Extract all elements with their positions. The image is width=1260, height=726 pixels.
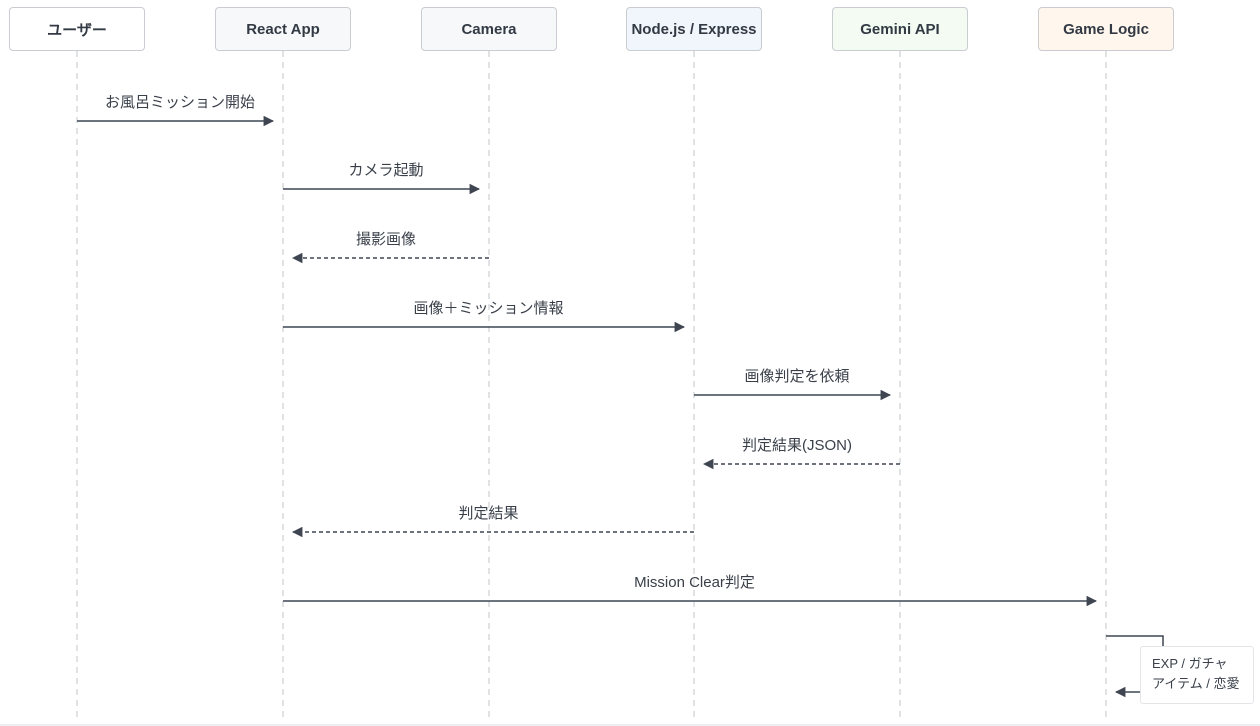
note-line-item-romance: アイテム / 恋愛 bbox=[1152, 676, 1240, 691]
participant-gemini-api: Gemini API bbox=[832, 7, 968, 51]
message-label-judgement-result: 判定結果 bbox=[458, 505, 519, 522]
bottom-border bbox=[0, 724, 1260, 726]
self-message-note: EXP / ガチャ アイテム / 恋愛 bbox=[1140, 646, 1254, 704]
message-label-image-mission-info: 画像＋ミッション情報 bbox=[413, 300, 564, 317]
message-label-judgement-json: 判定結果(JSON) bbox=[742, 437, 852, 454]
participant-user: ユーザー bbox=[9, 7, 145, 51]
participant-react-app: React App bbox=[215, 7, 351, 51]
message-label-captured-image: 撮影画像 bbox=[355, 231, 417, 248]
participant-game-logic: Game Logic bbox=[1038, 7, 1174, 51]
note-line-exp-gacha: EXP / ガチャ bbox=[1152, 656, 1228, 671]
participant-camera: Camera bbox=[421, 7, 557, 51]
message-label-mission-clear: Mission Clear判定 bbox=[634, 574, 755, 591]
message-label-mission-start: お風呂ミッション開始 bbox=[104, 94, 256, 111]
message-label-request-judgement: 画像判定を依頼 bbox=[744, 368, 850, 385]
message-label-camera-start: カメラ起動 bbox=[348, 162, 424, 179]
participant-node-express: Node.js / Express bbox=[626, 7, 762, 51]
